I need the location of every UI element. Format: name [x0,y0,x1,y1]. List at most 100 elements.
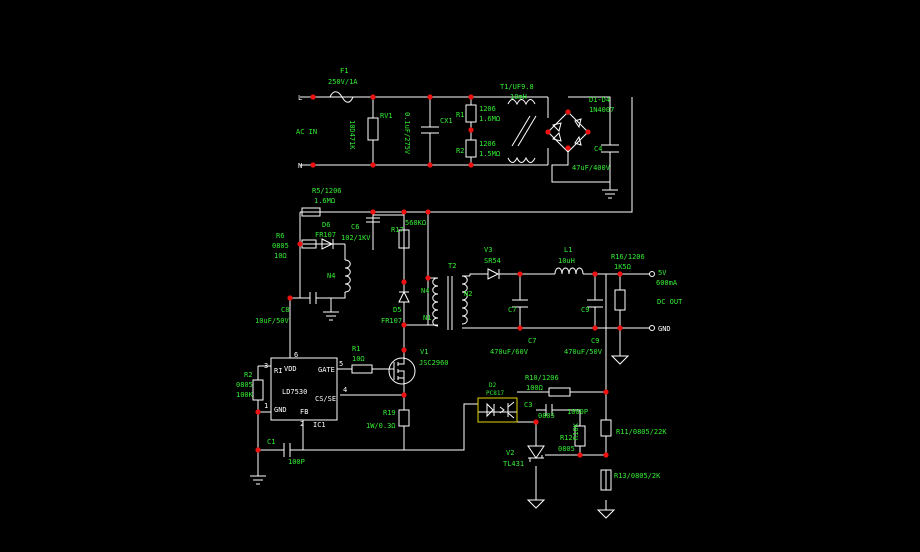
label-c9-value: 470uF/50V [564,348,603,356]
label-bridge-value: 1N4007 [589,106,614,114]
label-c8-value: 10uF/50V [255,317,290,325]
resistor-r1-input [465,104,477,123]
ic-ld7530 [270,357,338,421]
label-c6-value: 102/1KV [341,234,371,242]
pin-num-1: 1 [264,402,268,410]
label-r6-ref: R6 [276,232,284,240]
label-c7-value: 470uF/60V [490,348,529,356]
capacitor-c7 [512,299,528,308]
terminal-5v [649,271,655,277]
label-cx1: CX1 [440,117,453,125]
label-r5-ref: R5/1206 [312,187,342,195]
label-r10-value: 100Ω [526,384,543,392]
label-r5-value: 1.6MΩ [314,197,335,205]
label-r1206-bot-val: 1.5MΩ [479,150,500,158]
label-fuse-rating: 250V/1A [328,78,358,86]
label-r13: R13/0805/2K [614,472,661,480]
label-line: L [298,94,302,102]
label-n1: N1 [423,314,431,322]
label-cx1-value: 0.1uF/275V [403,112,411,155]
label-t2: T2 [448,262,456,270]
junction-dots [255,94,623,458]
label-d6-ref: D6 [322,221,330,229]
label-dc-out: DC OUT [657,298,683,306]
label-c3-value: 0805 [538,412,555,420]
label-r17-value: 560KΩ [405,219,426,227]
pin-num-2: 2 [300,420,304,428]
ground-output [610,355,630,365]
label-c6-ref: C6 [351,223,359,231]
label-aux-n4: N4 [327,272,335,280]
mosfet-v1 [388,357,416,385]
terminal-gnd [649,325,655,331]
diode-d6 [321,238,334,250]
label-d5-value: FR107 [381,317,402,325]
label-r11: R11/0805/22K [616,428,667,436]
bridge-rectifier [547,111,589,153]
label-gnd: GND [658,325,671,333]
label-v2-ref: V2 [506,449,514,457]
label-r1206-top: 1206 [479,105,496,113]
capacitor-c9 [587,299,603,308]
pin-vdd: VDD [284,365,297,373]
pin-gnd: GND [274,406,287,414]
label-c3-ref: C3 [524,401,532,409]
varistor-rv1 [367,117,379,141]
label-c8-ref: C8 [281,306,289,314]
label-n4-prim: N4 [421,287,429,295]
ic-ref: IC1 [313,421,326,429]
label-v3-ref: V3 [484,246,492,254]
label-d5-ref: D5 [393,306,401,314]
wiring [257,96,650,510]
label-rv1: RV1 [380,112,393,120]
label-r12-value: 0805 [558,445,575,453]
resistor-r17 [398,229,410,249]
pin-num-4: 4 [343,386,347,394]
label-r17-ref: R17 [391,226,404,234]
resistor-r12 [574,425,586,447]
capacitor-c4 [601,144,619,153]
label-q-value: JSC2960 [419,359,449,367]
label-r2-value: 100K [236,391,254,399]
label-r-vert: R10K [572,422,580,440]
resistor-r5 [301,207,321,217]
label-r2-ref: R2 [244,371,252,379]
capacitor-cx1 [421,126,439,134]
label-v3-value: SR54 [484,257,501,265]
label-r16-ref: R16/1206 [611,253,645,261]
diode-d5 [398,290,410,303]
pin-num-6: 6 [294,351,298,359]
label-varistor-value: 10D471K [348,120,356,150]
pin-num-3: 3 [264,362,268,370]
label-r19-ref: R19 [383,409,396,417]
label-choke-ref: T1/UF9.8 [500,83,534,91]
pin-cs: CS/SE [315,395,336,403]
label-c4: C4 [594,145,602,153]
label-r1206-top-val: 1.6MΩ [479,115,500,123]
fuse-f1 [329,91,354,103]
label-c9-small: C9 [581,306,589,314]
label-r6-value: 10Ω [274,252,287,260]
label-q-ref: V1 [420,348,428,356]
resistor-r1-gate [351,364,373,374]
label-c7-ref: C7 [528,337,536,345]
label-c1-value: 100P [288,458,305,466]
resistor-r10 [548,387,571,397]
label-c9-ref: C9 [591,337,599,345]
label-bridge-ref: D1-D4 [589,96,610,104]
pin-ri: RI [274,367,282,375]
ground-tl431 [526,499,546,509]
transformer-t2 [428,275,470,330]
label-c1-ref: C1 [267,438,275,446]
label-out-current: 600mA [656,279,678,287]
label-r16-value: 1K5Ω [614,263,631,271]
pin-gate: GATE [318,366,335,374]
label-opto-ref: D2 [489,382,497,389]
optocoupler-d2 [477,397,518,423]
label-n2: N2 [464,290,472,298]
label-c7-small: C7 [508,306,516,314]
label-l1-ref: L1 [564,246,572,254]
capacitor-c3 [545,404,553,416]
diode-v3 [487,268,500,280]
